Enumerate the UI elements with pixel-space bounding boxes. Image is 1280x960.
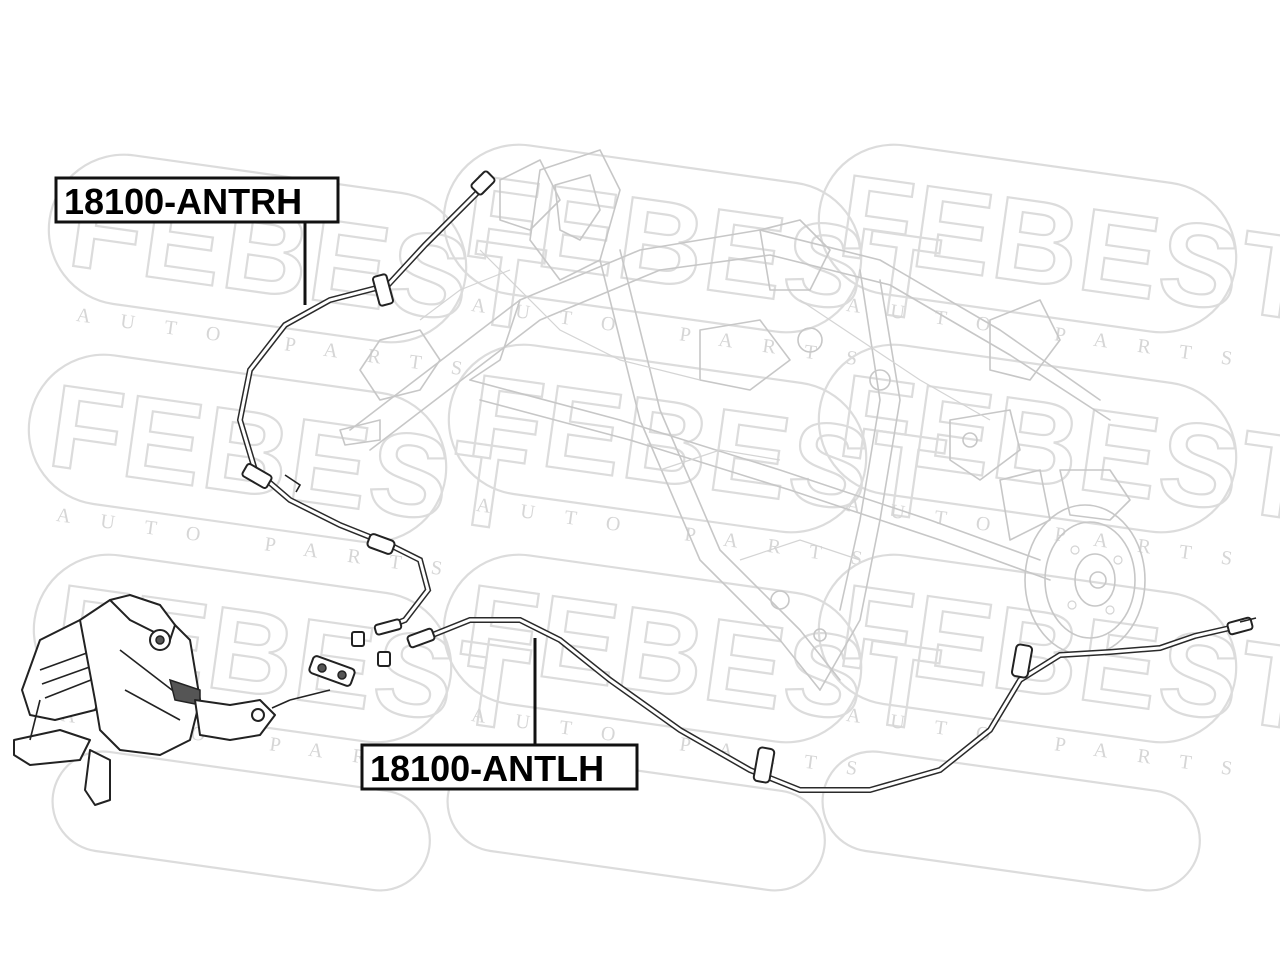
right-brake-cable	[236, 170, 496, 636]
cable-nut	[351, 631, 365, 647]
cable-bracket	[372, 273, 394, 307]
equalizer-assembly	[289, 631, 391, 701]
cable-bracket	[1010, 643, 1034, 679]
cable-nut	[377, 651, 391, 667]
watermark-3: FEBEST AUTO PARTS	[817, 143, 1280, 374]
label-box	[54, 176, 340, 224]
label-left-cable: 18100-ANTLH	[360, 638, 639, 791]
cable-end-fitting	[373, 618, 403, 636]
part-number-left: 18100-ANTLH	[370, 748, 604, 789]
watermark-layer: FEBEST AUTO PARTS FEBEST AUTO PARTS FEBE…	[27, 143, 1280, 892]
cable-end-fitting	[1226, 616, 1254, 636]
watermark-10	[51, 750, 431, 892]
cable-end-fitting	[406, 627, 436, 649]
cable-bracket	[752, 746, 776, 784]
cable-bracket	[241, 463, 273, 489]
cable-end-fitting	[470, 170, 496, 196]
watermark-4: FEBEST AUTO PARTS	[27, 353, 534, 584]
cable-sleeve	[366, 533, 396, 555]
left-brake-cable	[406, 616, 1257, 793]
parking-brake-pedal-assembly	[13, 594, 291, 806]
label-box	[360, 743, 639, 791]
watermark-11	[446, 750, 826, 892]
part-number-right: 18100-ANTRH	[64, 181, 302, 222]
watermark-6: FEBEST AUTO PARTS	[817, 343, 1280, 574]
watermark-12	[821, 750, 1201, 892]
label-right-cable: 18100-ANTRH	[54, 176, 340, 305]
rear-subframe-drawing	[339, 149, 1146, 691]
